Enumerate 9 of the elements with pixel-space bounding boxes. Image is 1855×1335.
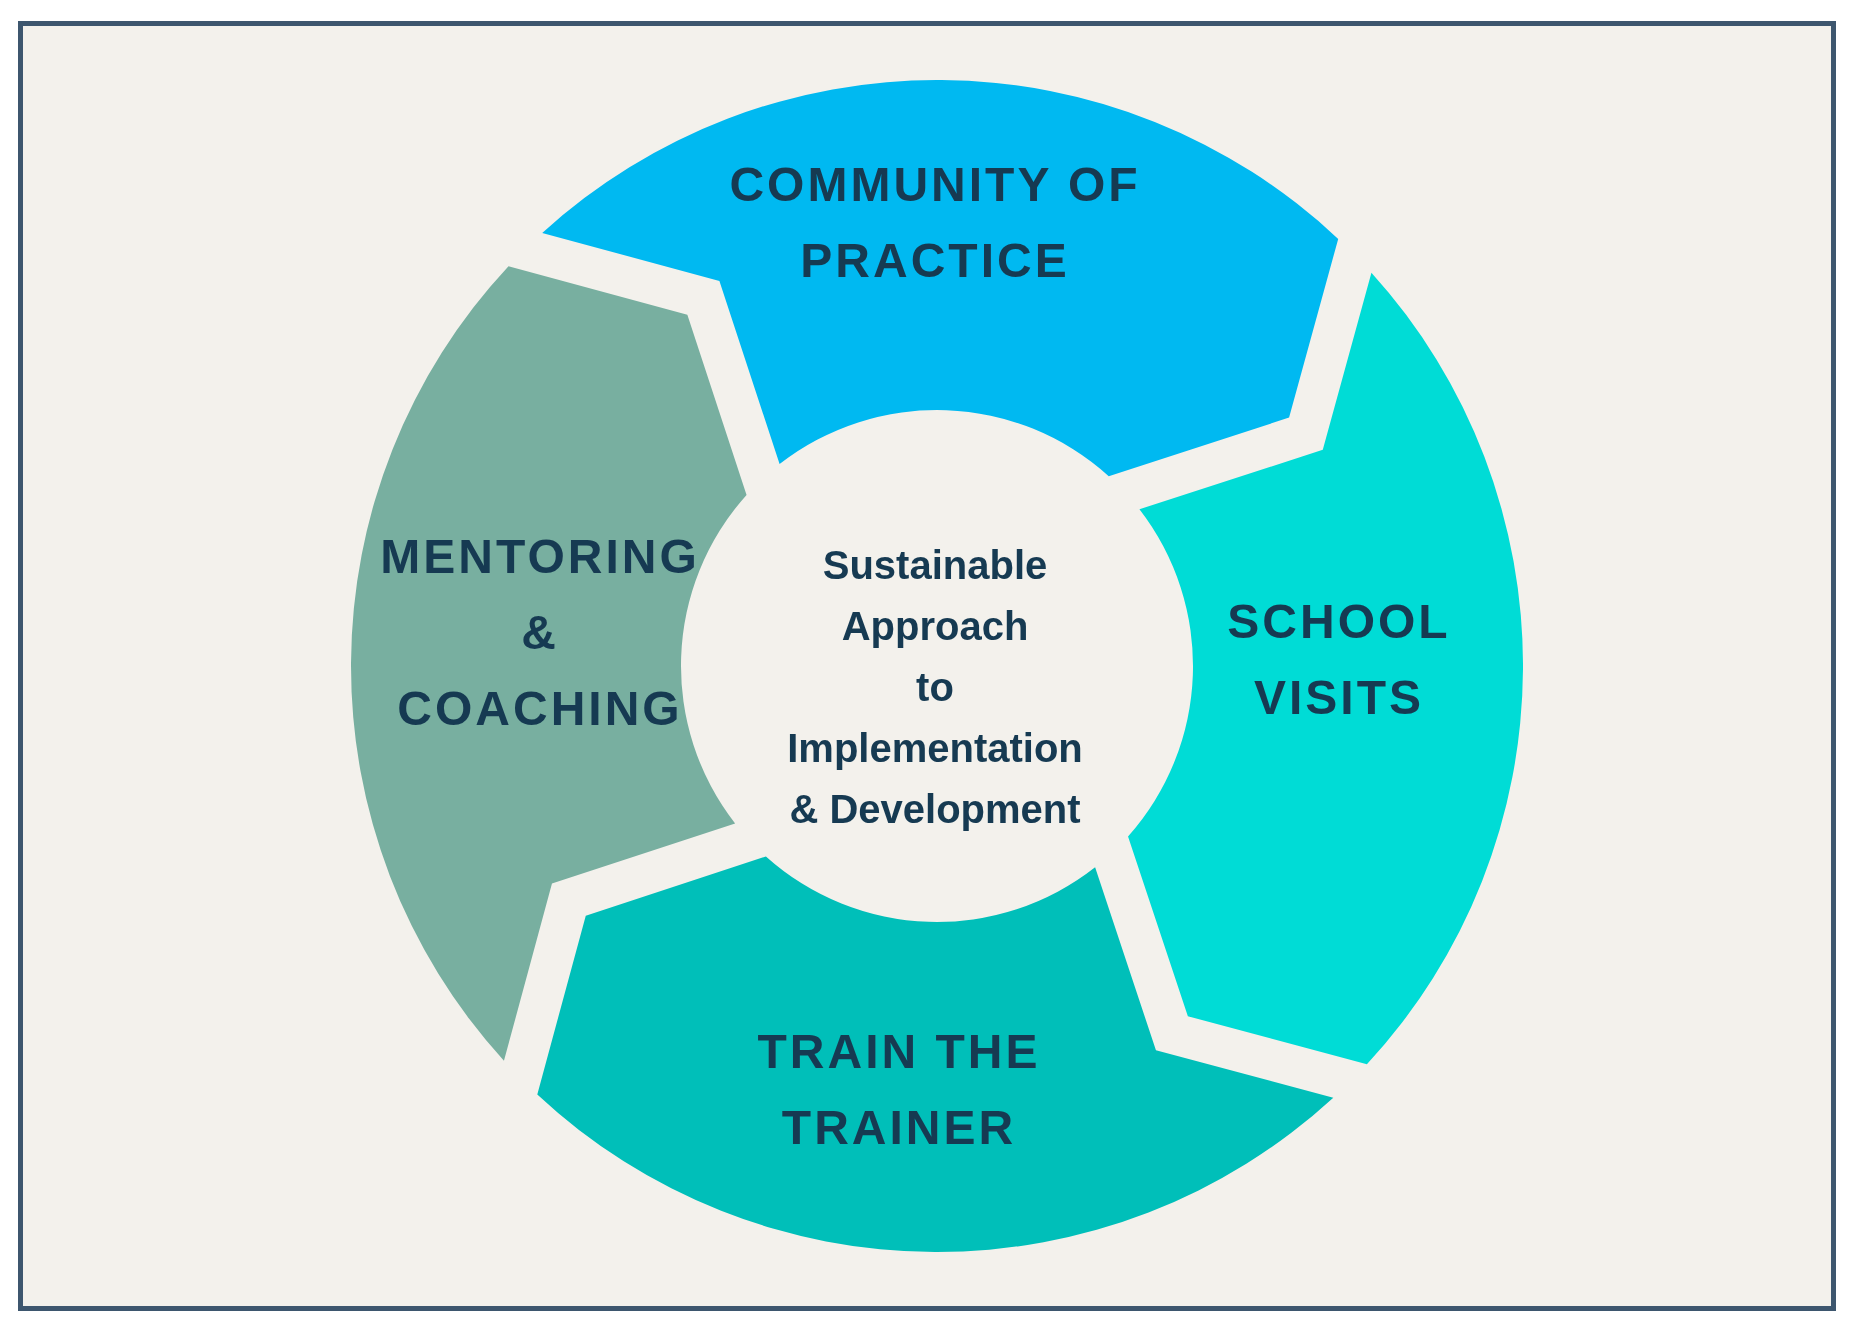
segment-label: SCHOOL VISITS: [1227, 594, 1451, 726]
ring-segment: [351, 266, 747, 1061]
segment-label: MENTORING & COACHING: [380, 529, 700, 737]
segment-label: TRAIN THE TRAINER: [757, 1024, 1041, 1156]
ring-segment: [542, 80, 1339, 477]
ring-segment: [537, 856, 1334, 1252]
ring-segment: [1128, 272, 1523, 1065]
center-label: Sustainable Approach to Implementation & Development: [787, 534, 1083, 840]
segment-label: COMMUNITY OF PRACTICE: [729, 157, 1141, 289]
